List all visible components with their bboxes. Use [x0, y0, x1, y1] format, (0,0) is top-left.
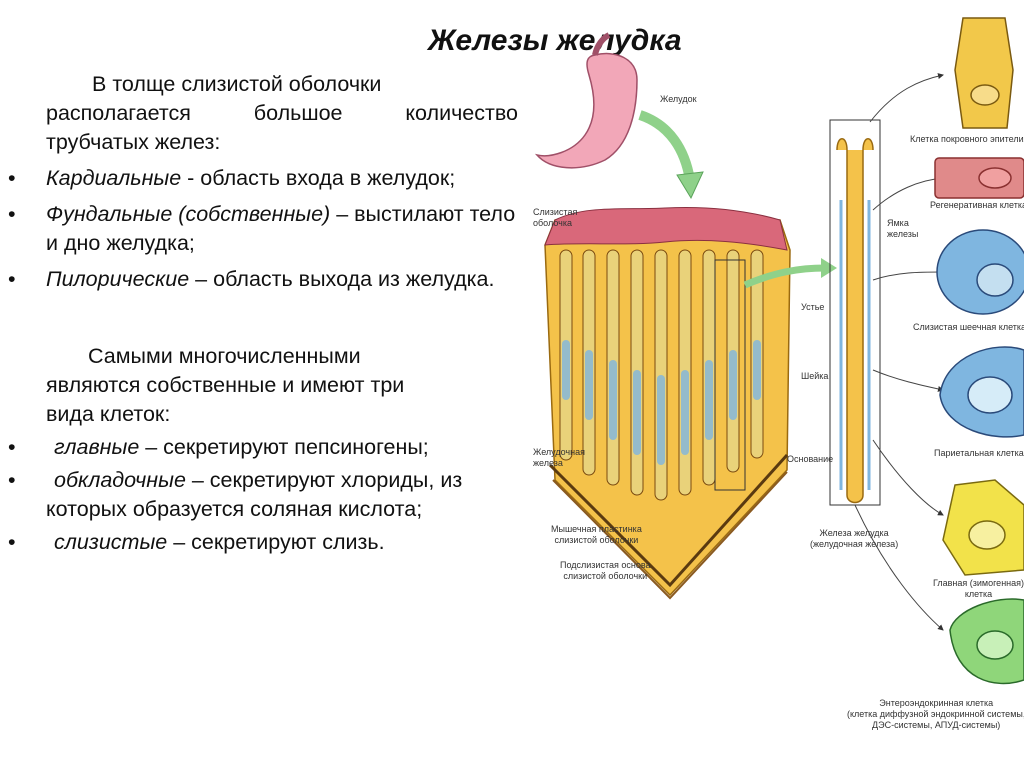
gland-type-name: Кардиальные: [46, 166, 182, 190]
label-cell-mucous-neck: Слизистая шеечная клетка: [913, 322, 1024, 332]
list-item: Кардиальные - область входа в желудок;: [8, 164, 518, 193]
cell-icons: [934, 17, 1024, 685]
label-mouth: Устье: [801, 302, 825, 312]
label-gland-caption: Железа желудка (желудочная железа): [810, 528, 899, 549]
intro-paragraph: В толще слизистой оболочки располагается…: [46, 70, 518, 128]
cell-type-list: главные – секретируют пепсиногены; обкла…: [8, 433, 518, 557]
label-mucosa: Слизистая оболочка: [533, 207, 578, 228]
gland-type-desc: - область входа в желудок;: [181, 166, 456, 190]
label-cell-epithelial: Клетка покровного эпителия: [910, 134, 1024, 144]
intro-line-1: В толще слизистой оболочки: [92, 72, 382, 96]
gland-type-desc: – область выхода из желудка.: [189, 267, 495, 291]
list-item: слизистые – секретируют слизь.: [8, 528, 518, 557]
cell-type-desc: – секретируют слизь.: [167, 530, 385, 554]
diagram-illustration: [534, 17, 1024, 685]
slide-title: Железы желудка: [428, 24, 682, 57]
intro-line-2: располагается большое количество: [46, 101, 518, 125]
cells-intro-line-3: вида клеток:: [46, 402, 171, 426]
cell-type-name: обкладочные: [54, 468, 186, 492]
label-cell-regenerative: Регенеративная клетка: [930, 200, 1024, 210]
cell-type-desc: – секретируют пепсиногены;: [139, 435, 429, 459]
list-item: Фундальные (собственные) – выстилают тел…: [8, 200, 518, 258]
label-gastric-gland: Желудочная железа: [533, 447, 585, 468]
label-neck: Шейка: [801, 371, 829, 381]
label-cell-chief: Главная (зимогенная) клетка: [933, 578, 1024, 599]
cells-intro-line-2: являются собственные и имеют три: [46, 373, 405, 397]
arrow-icon: [638, 110, 695, 181]
label-submucosa: Подслизистая основа слизистой оболочки: [560, 560, 651, 581]
arrow-icon: [743, 264, 826, 289]
list-item: Пилорические – область выхода из желудка…: [8, 265, 518, 294]
cell-type-desc: – секретируют хлориды, из которых образу…: [46, 468, 463, 521]
gland-type-name: Фундальные (собственные): [46, 202, 331, 226]
gland-type-desc: – выстилают тело и дно желудка;: [46, 202, 516, 255]
intro-line-3: трубчатых желез:: [46, 130, 221, 154]
label-pit: Ямка железы: [887, 218, 919, 239]
label-cell-parietal: Париетальная клетка: [934, 448, 1024, 458]
list-item: главные – секретируют пепсиногены;: [8, 433, 518, 462]
cells-paragraph: Самыми многочисленными являются собствен…: [46, 342, 518, 429]
label-stomach: Желудок: [660, 94, 697, 104]
label-muscularis: Мышечная пластинка слизистой оболочки: [551, 524, 642, 545]
cell-type-name: главные: [54, 435, 140, 459]
stomach-gland-diagram: Желудок Слизистая оболочка Желудочная же…: [525, 10, 1024, 760]
cell-type-name: слизистые: [54, 530, 168, 554]
text-column: В толще слизистой оболочки располагается…: [8, 70, 518, 557]
list-item: обкладочные – секретируют хлориды, из ко…: [8, 466, 518, 524]
label-cell-enteroendocrine: Энтероэндокринная клетка (клетка диффузн…: [847, 698, 1024, 730]
stomach-icon: [534, 52, 638, 169]
gland-type-list: Кардиальные - область входа в желудок; Ф…: [8, 164, 518, 294]
label-base: Основание: [787, 454, 834, 464]
epithelial-cell-icon: [954, 17, 1014, 129]
gland-type-name: Пилорические: [46, 267, 190, 291]
cells-intro-line-1: Самыми многочисленными: [88, 344, 361, 368]
